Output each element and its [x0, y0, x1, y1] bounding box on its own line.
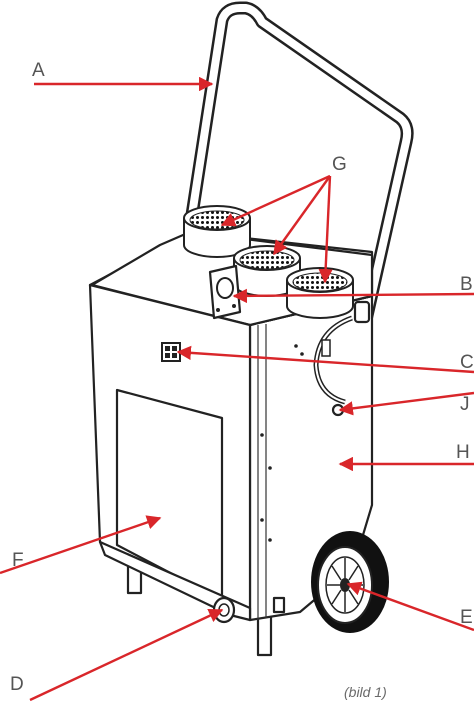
- power-switch: [272, 596, 286, 614]
- control-display: [161, 342, 181, 362]
- arrow-c: [176, 345, 474, 374]
- label-h: H: [456, 442, 470, 463]
- air-outlet-2: [233, 245, 301, 297]
- arrow-b: [232, 288, 474, 304]
- air-outlet-1: [183, 205, 251, 258]
- label-a: A: [32, 60, 45, 81]
- label-b: B: [460, 274, 473, 295]
- label-f: F: [12, 550, 24, 571]
- figure-caption: (bild 1): [344, 684, 387, 700]
- wheel: [311, 531, 389, 633]
- handle: [185, 1, 414, 327]
- mounting-bracket: [208, 264, 242, 320]
- arrow-f: [0, 515, 162, 575]
- label-e: E: [460, 607, 473, 628]
- arrow-g-3: [318, 175, 333, 284]
- drain-outlet: [212, 596, 236, 624]
- arrow-j: [338, 391, 474, 416]
- arrow-e: [346, 581, 474, 632]
- side-screws: [260, 344, 304, 542]
- label-g: G: [332, 154, 347, 175]
- arrow-g-2: [273, 175, 331, 256]
- label-d: D: [10, 674, 24, 695]
- label-j: J: [460, 394, 470, 415]
- arrow-d: [29, 608, 224, 702]
- label-c: C: [460, 352, 474, 373]
- callout-arrows: [0, 76, 474, 702]
- arrow-g-1: [220, 174, 331, 227]
- air-outlet-3: [286, 267, 354, 319]
